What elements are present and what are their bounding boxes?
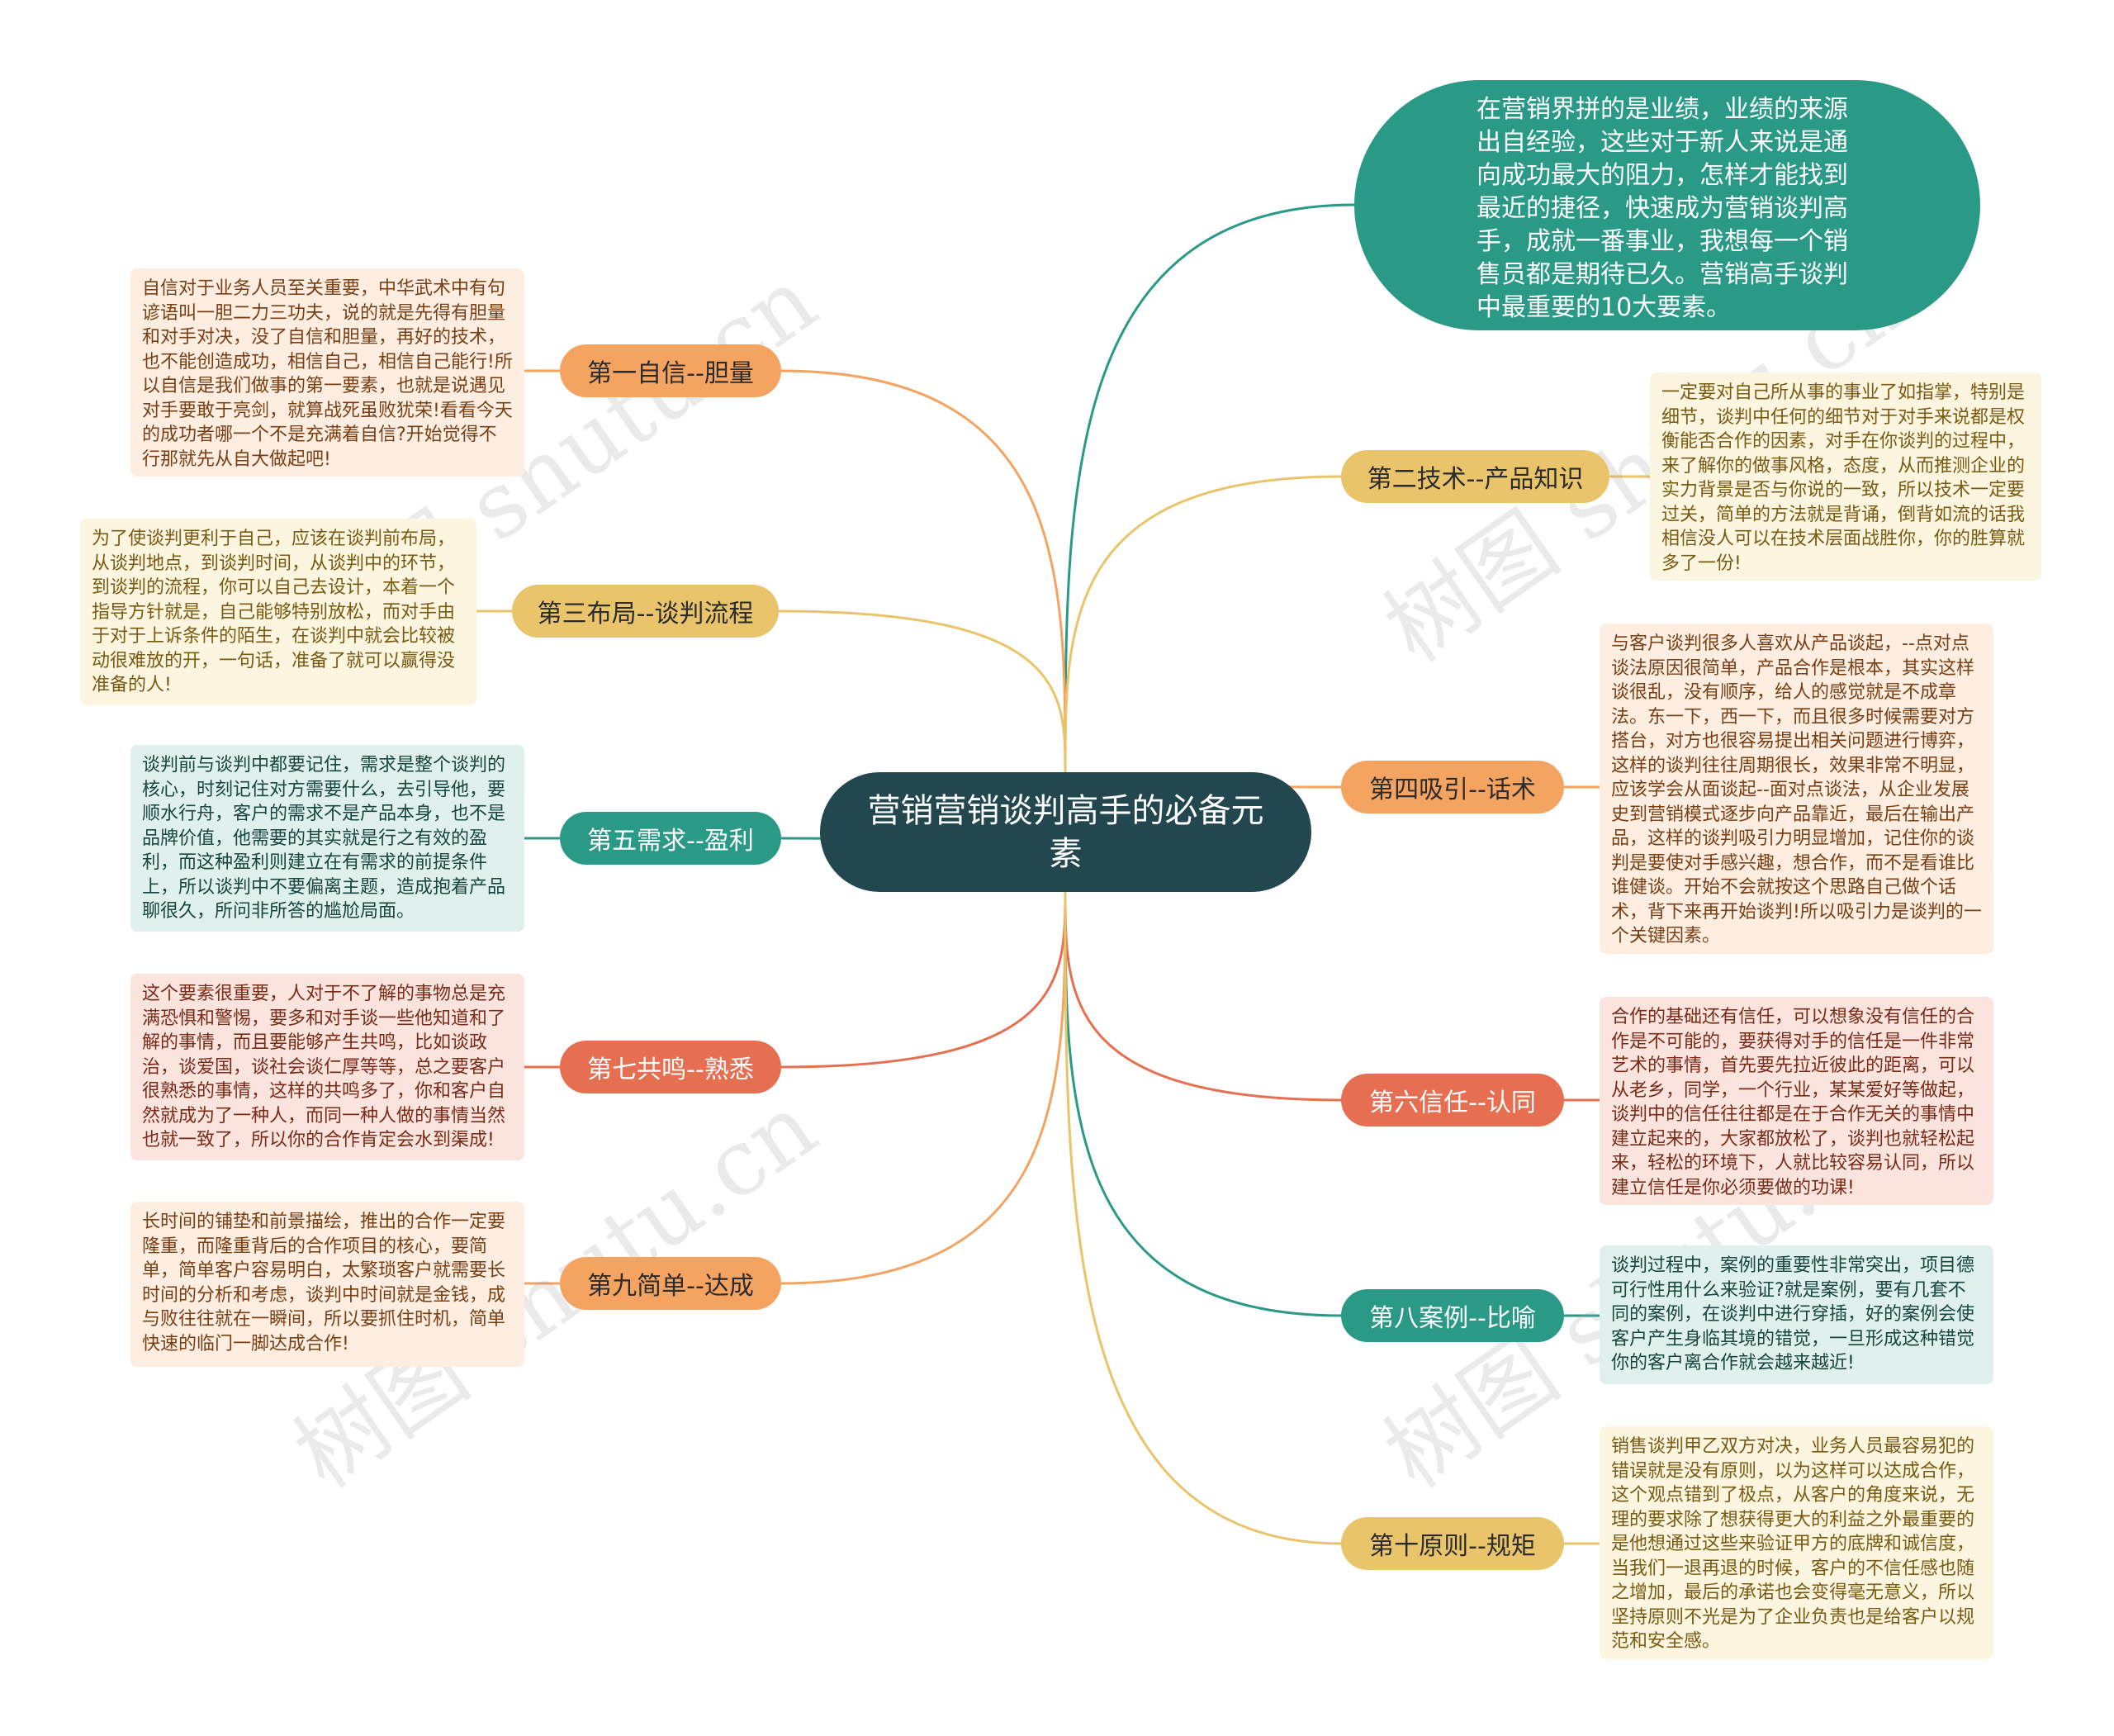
link-b8 [1064,891,1342,1317]
link-b6 [1064,891,1342,1102]
link-intro [1064,203,1355,773]
note-b10: 销售谈判甲乙双方对决，业务人员最容易犯的错误就是没有原则，以为这样可以达成合作，… [1600,1426,1993,1659]
branch-b4[interactable]: 第四吸引--话术 [1341,761,1564,813]
link-b10 [1064,891,1342,1545]
link-b7 [780,891,1067,1069]
note-b2: 一定要对自己所从事的事业了如指掌，特别是细节，谈判中任何的细节对于对手来说都是权… [1650,372,2041,581]
note-b1: 自信对于业务人员至关重要，中华武术中有句谚语叫一胆二力三功夫，说的就是先得有胆量… [130,268,524,477]
link-b1 [780,369,1067,773]
branch-b10[interactable]: 第十原则--规矩 [1341,1517,1564,1570]
note-b8: 谈判过程中，案例的重要性非常突出，项目德可行性用什么来验证?就是案例，要有几套不… [1600,1245,1993,1384]
note-b4: 与客户谈判很多人喜欢从产品谈起，--点对点谈法原因很简单，产品合作是根本，其实这… [1600,624,1993,954]
link-b2 [1064,475,1342,773]
branch-b2[interactable]: 第二技术--产品知识 [1341,450,1609,503]
branch-b9[interactable]: 第九简单--达成 [560,1257,781,1310]
central-topic[interactable]: 营销营销谈判高手的必备元素 [820,772,1311,892]
link-b3 [778,609,1067,773]
central-topic-label: 营销营销谈判高手的必备元素 [867,791,1264,873]
branch-b5[interactable]: 第五需求--盈利 [560,812,781,865]
note-b5: 谈判前与谈判中都要记住，需求是整个谈判的核心，时刻记住对方需要什么，去引导他，要… [130,745,524,932]
note-b9: 长时间的铺垫和前景描绘，推出的合作一定要隆重，而隆重背后的合作项目的核心，要简单… [130,1202,524,1367]
note-b7: 这个要素很重要，人对于不了解的事物总是充满恐惧和警惕，要多和对手谈一些他知道和了… [130,974,524,1160]
branch-b6[interactable]: 第六信任--认同 [1341,1074,1564,1127]
note-b6: 合作的基础还有信任，可以想象没有信任的合作是不可能的，要获得对手的信任是一件非常… [1600,997,1993,1205]
branch-b3[interactable]: 第三布局--谈判流程 [512,585,779,638]
note-b3: 为了使谈判更利于自己，应该在谈判前布局，从谈判地点，到谈判时间，从谈判中的环节，… [80,519,476,705]
intro-bubble[interactable]: 在营销界拼的是业绩，业绩的来源出自经验，这些对于新人来说是通向成功最大的阻力，怎… [1354,80,1980,330]
branch-b8[interactable]: 第八案例--比喻 [1341,1289,1564,1342]
branch-b7[interactable]: 第七共鸣--熟悉 [560,1041,781,1093]
link-b9 [780,891,1067,1285]
branch-b1[interactable]: 第一自信--胆量 [560,344,781,397]
